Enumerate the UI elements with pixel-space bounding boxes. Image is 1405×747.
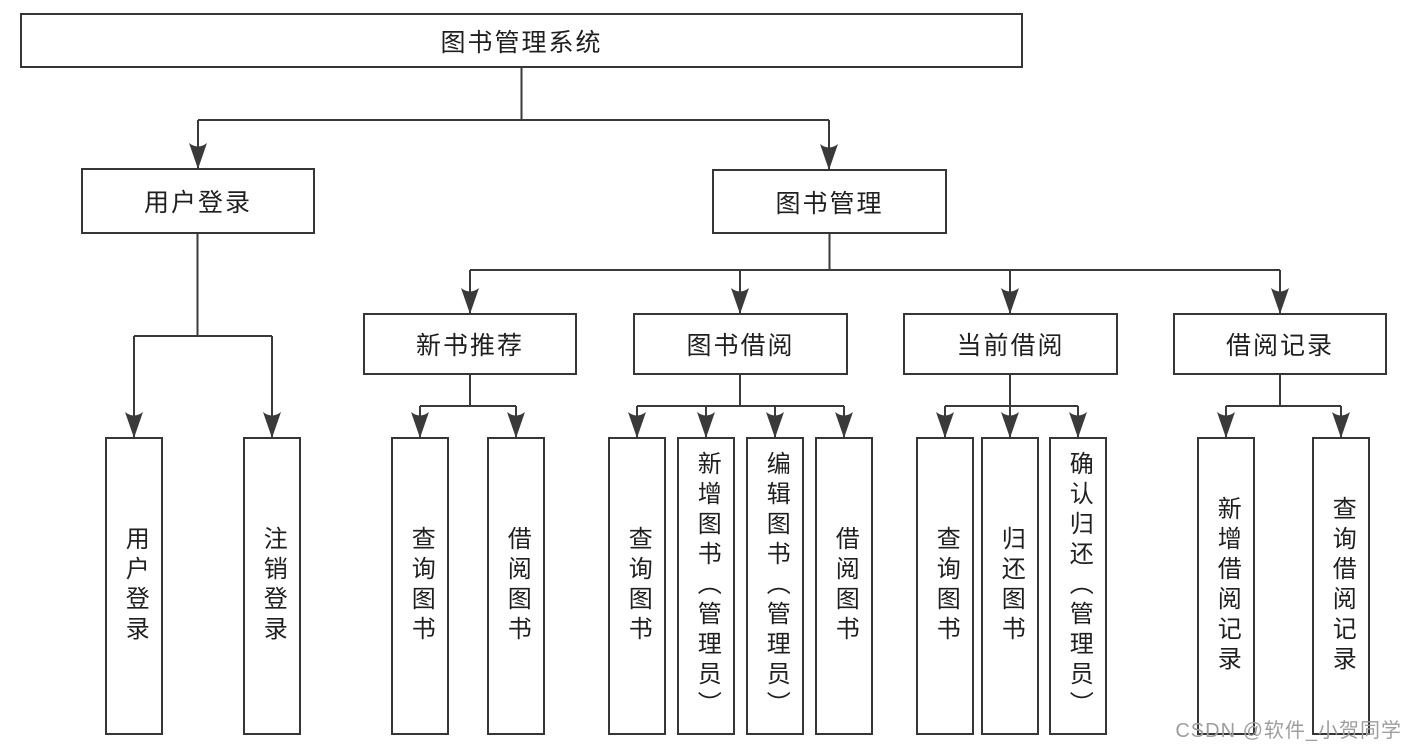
leaf-edit-books-admin: 编辑图书（管理员）	[746, 437, 804, 735]
connector-trunks	[134, 68, 1341, 407]
leaf-query-books-rec: 查询图书	[391, 437, 449, 735]
node-root-system: 图书管理系统	[20, 13, 1023, 68]
node-user-login: 用户登录	[81, 168, 315, 234]
leaf-query-borrow-record: 查询借阅记录	[1312, 437, 1370, 735]
leaf-confirm-return-admin: 确认归还（管理员）	[1049, 437, 1107, 735]
leaf-user-login: 用户登录	[105, 437, 163, 735]
leaf-query-books-current: 查询图书	[916, 437, 974, 735]
leaf-query-books-borrow: 查询图书	[608, 437, 666, 735]
leaf-return-books: 归还图书	[981, 437, 1039, 735]
node-new-book-recommend: 新书推荐	[363, 313, 577, 375]
node-book-management: 图书管理	[712, 169, 947, 234]
node-book-borrow: 图书借阅	[633, 313, 848, 375]
leaf-add-books-admin: 新增图书（管理员）	[677, 437, 735, 735]
leaf-logout: 注销登录	[243, 437, 301, 735]
leaf-add-borrow-record: 新增借阅记录	[1197, 437, 1255, 735]
leaf-borrow-books-rec: 借阅图书	[487, 437, 545, 735]
leaf-borrow-books: 借阅图书	[815, 437, 873, 735]
node-borrow-records: 借阅记录	[1173, 313, 1387, 375]
csdn-watermark: CSDN @软件_小贺同学	[1175, 720, 1402, 742]
node-current-borrow: 当前借阅	[903, 313, 1118, 375]
